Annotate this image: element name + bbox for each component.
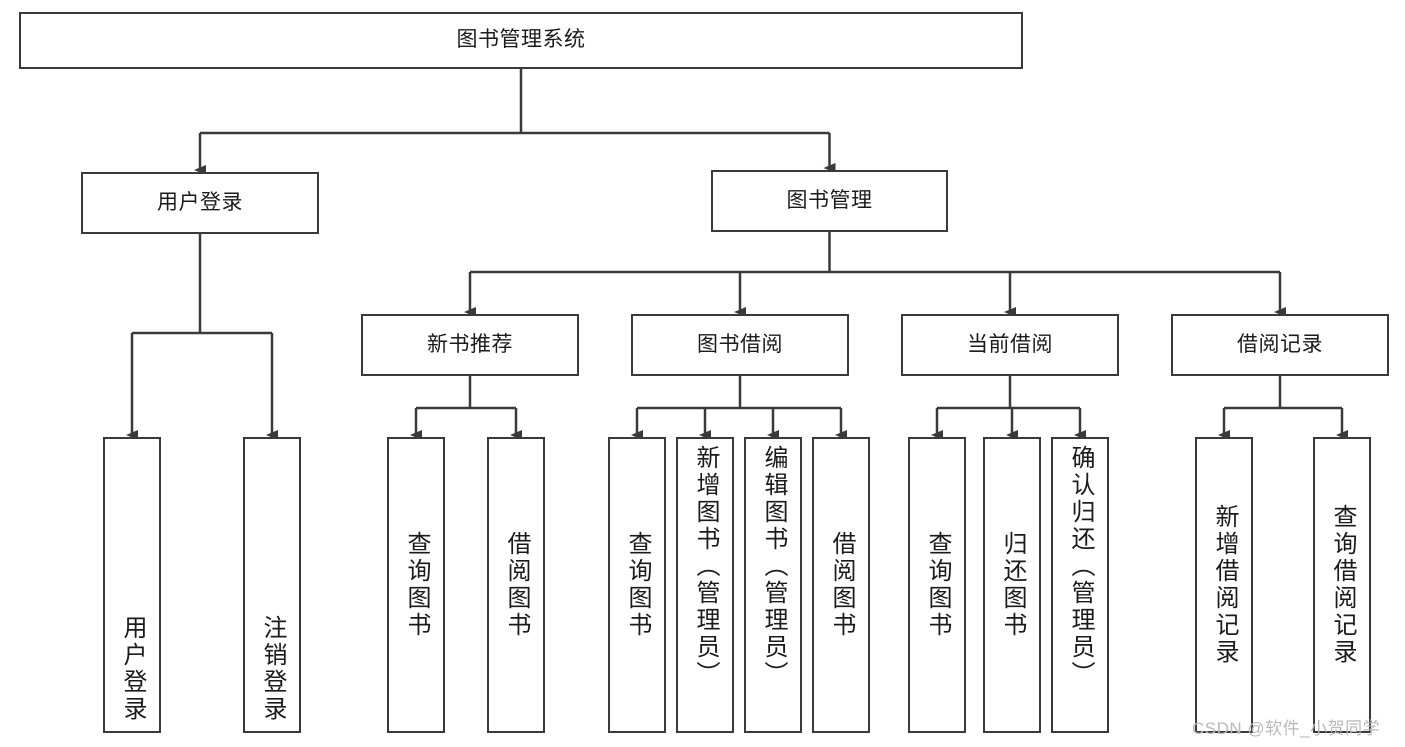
node-label: 查询图书: [924, 531, 951, 639]
node-book-borrow[interactable]: 图书借阅: [631, 314, 849, 376]
node-label: 查询借阅记录: [1329, 504, 1356, 666]
node-label: 图书管理系统: [456, 28, 586, 52]
node-label: 编辑图书（管理员）: [760, 445, 787, 688]
node-leaf-bb-borrow[interactable]: 借阅图书: [812, 437, 870, 733]
node-label: 当前借阅: [967, 332, 1053, 356]
node-leaf-bb-query[interactable]: 查询图书: [608, 437, 666, 733]
node-label: 用户登录: [157, 190, 243, 214]
node-leaf-nbr-query[interactable]: 查询图书: [387, 437, 445, 733]
node-book-manage[interactable]: 图书管理: [711, 170, 948, 232]
node-label: 用户登录: [119, 615, 146, 723]
node-root[interactable]: 图书管理系统: [19, 12, 1023, 69]
csdn-watermark: CSDN @软件_小贺同学: [1192, 719, 1381, 738]
node-leaf-cb-query[interactable]: 查询图书: [908, 437, 966, 733]
node-borrow-record[interactable]: 借阅记录: [1171, 314, 1389, 376]
node-label: 确认归还（管理员）: [1067, 445, 1094, 688]
node-label: 查询图书: [624, 531, 651, 639]
node-label: 新书推荐: [427, 332, 513, 356]
node-label: 注销登录: [259, 615, 286, 723]
node-leaf-br-add[interactable]: 新增借阅记录: [1195, 437, 1253, 733]
node-current-borrow[interactable]: 当前借阅: [901, 314, 1119, 376]
node-label: 归还图书: [999, 531, 1026, 639]
node-new-book-rec[interactable]: 新书推荐: [361, 314, 579, 376]
node-label: 借阅记录: [1237, 332, 1323, 356]
node-leaf-cb-confirm[interactable]: 确认归还（管理员）: [1051, 437, 1109, 733]
node-leaf-nbr-borrow[interactable]: 借阅图书: [487, 437, 545, 733]
node-leaf-br-query[interactable]: 查询借阅记录: [1313, 437, 1371, 733]
node-label: 图书借阅: [697, 332, 783, 356]
node-label: 借阅图书: [503, 531, 530, 639]
node-leaf-bb-edit[interactable]: 编辑图书（管理员）: [744, 437, 802, 733]
node-label: 查询图书: [403, 531, 430, 639]
node-label: 新增借阅记录: [1211, 504, 1238, 666]
node-user-login[interactable]: 用户登录: [81, 172, 319, 234]
node-leaf-bb-add[interactable]: 新增图书（管理员）: [676, 437, 734, 733]
node-label: 新增图书（管理员）: [692, 445, 719, 688]
node-leaf-user-login[interactable]: 用户登录: [103, 437, 161, 733]
node-leaf-logout[interactable]: 注销登录: [243, 437, 301, 733]
node-leaf-cb-return[interactable]: 归还图书: [983, 437, 1041, 733]
connector-group: [126, 69, 1348, 440]
node-label: 借阅图书: [828, 531, 855, 639]
node-label: 图书管理: [786, 188, 873, 212]
